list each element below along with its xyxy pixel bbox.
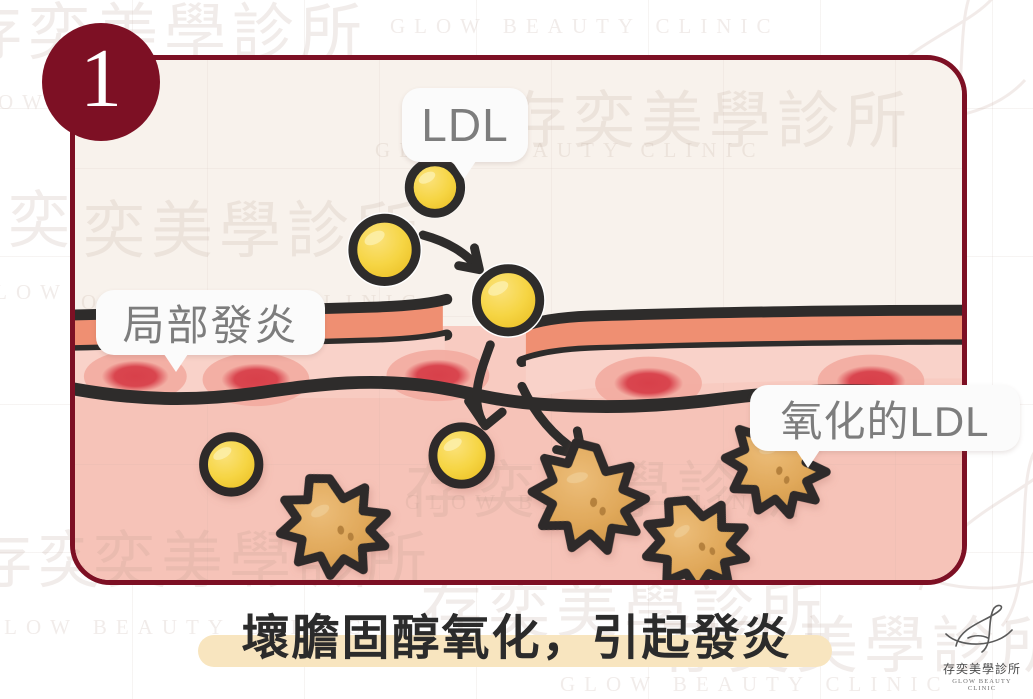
callout-tail <box>452 161 476 179</box>
step-number: 1 <box>80 32 122 125</box>
watermark-text-en: GLOW BEAUTY CLINIC <box>390 14 780 38</box>
arrow-to-ldl <box>464 340 507 431</box>
local-inflammation-callout-label: 局部發炎 <box>122 302 299 349</box>
oxidized-ldl-particles <box>275 412 831 580</box>
caption-area: 壞膽固醇氧化，引起發炎 <box>0 597 1033 669</box>
clinic-logo-mark <box>945 604 1013 653</box>
arrow-entry <box>418 230 484 275</box>
local-inflammation-callout[interactable]: 局部發炎 <box>96 290 325 372</box>
step-number-badge: 1 <box>42 23 160 141</box>
clinic-name-cn: 存奕美學診所 <box>942 662 1021 676</box>
oxidized-ldl-particle <box>641 495 751 580</box>
ldl-callout[interactable]: LDL <box>402 88 528 179</box>
ldl-callout-label: LDL <box>421 99 509 151</box>
oxidized-ldl-callout-label: 氧化的LDL <box>780 397 990 445</box>
ldl-particle <box>470 262 546 338</box>
ldl-particle <box>346 212 423 288</box>
ldl-particle <box>199 432 264 497</box>
callout-tail <box>164 354 188 372</box>
artery-wall-illustration <box>75 156 962 580</box>
callout-tail <box>796 450 820 468</box>
oxidized-ldl-particle <box>527 438 651 555</box>
caption-highlight-bar <box>198 635 832 667</box>
clinic-logo: 存奕美學診所 GLOW BEAUTY CLINIC <box>938 604 1026 692</box>
caption-text: 壞膽固醇氧化，引起發炎 <box>241 612 792 665</box>
oxidized-ldl-particle <box>275 474 391 580</box>
watermark-text-en: GLOW BEAUTY CLINIC <box>560 672 950 696</box>
ldl-particle <box>428 422 495 489</box>
inflammation-spot <box>595 356 702 411</box>
clinic-name-en: GLOW BEAUTY CLINIC <box>952 678 1012 692</box>
oxidized-ldl-callout[interactable]: 氧化的LDL <box>750 385 1020 468</box>
